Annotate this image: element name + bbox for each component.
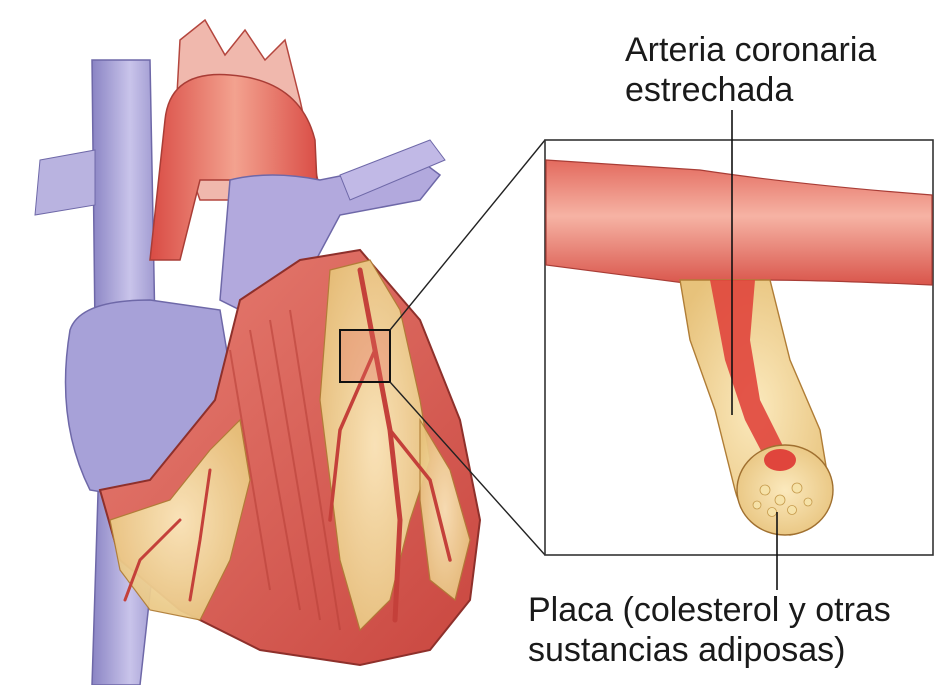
narrowed-artery-label-line2: estrechada xyxy=(625,70,876,110)
detail-marker-box xyxy=(340,330,390,382)
plaque-label-line1: Placa (colesterol y otras xyxy=(528,590,891,630)
plaque-label: Placa (colesterol y otras sustancias adi… xyxy=(528,590,891,670)
narrowed-artery-label-line1: Arteria coronaria xyxy=(625,30,876,70)
plaque-label-line2: sustancias adiposas) xyxy=(528,630,891,670)
zoom-inset xyxy=(545,140,933,555)
narrowed-artery-label: Arteria coronaria estrechada xyxy=(625,30,876,110)
